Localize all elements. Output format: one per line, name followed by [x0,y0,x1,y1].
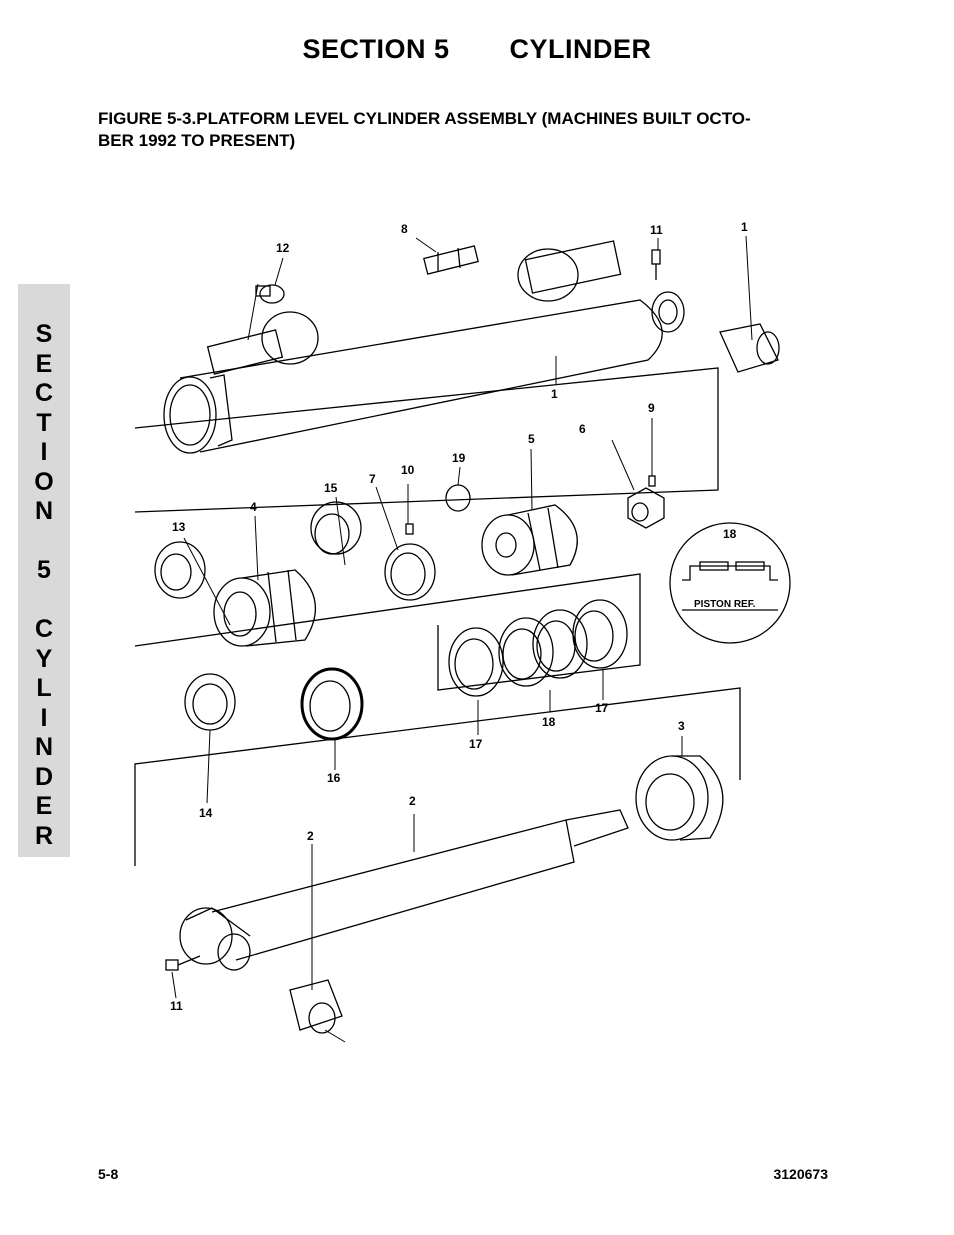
side-tab-letter: I [40,438,48,466]
document-number: 3120673 [773,1166,828,1182]
side-tab-letter: Y [35,644,53,673]
callout-3: 3 [678,719,685,733]
callout-2-rod: 2 [409,794,416,808]
wear-ring-item-14 [184,673,236,731]
piston-frame [134,573,641,691]
callout-5: 5 [528,432,535,446]
side-tab-letter: L [36,674,52,702]
spacer-item-7 [384,543,436,601]
fitting-item-8 [423,245,479,275]
nut-item-6 [627,487,665,529]
bushing-item-2-lower [289,979,343,1034]
callout-16: 16 [327,771,341,785]
bushing-item-1 [719,323,780,373]
piston-ref-inset [669,522,791,644]
leader-lines [171,235,753,1043]
side-tab-letter: C [34,615,54,643]
callout-17-right: 17 [595,701,609,715]
callout-2-bushing: 2 [307,829,314,843]
rod-item-2 [179,809,629,971]
plug-item-12 [255,284,285,304]
section-number: SECTION 5 [302,34,450,64]
callout-10: 10 [401,463,415,477]
callout-14: 14 [199,806,213,820]
lower-frame [134,687,741,866]
callout-12: 12 [276,241,290,255]
callout-8: 8 [401,222,408,236]
callout-13: 13 [172,520,186,534]
callout-18-inset: 18 [723,527,737,541]
side-tab-letter: R [34,821,54,850]
callout-4: 4 [250,500,257,514]
o-ring-item-19 [445,484,471,512]
callout-11-top: 11 [650,223,663,237]
side-tab-letter: I [40,703,48,732]
callout-9: 9 [648,401,655,415]
callout-1-barrel: 1 [551,387,558,401]
side-tab-letter: O [34,467,54,496]
side-tab-letter: E [35,349,53,378]
callout-11-bottom: 11 [170,999,183,1013]
seal-item-16 [300,667,364,741]
callout-6: 6 [579,422,586,436]
setscrew-item-10 [405,523,414,535]
upper-frame [134,367,719,513]
callout-18-seals: 18 [542,715,556,729]
callout-7: 7 [369,472,376,486]
cylinder-barrel [163,240,685,454]
section-header: SECTION 5 CYLINDER [0,34,954,65]
gland-item-3 [635,755,724,841]
callout-17-left: 17 [469,737,483,751]
setscrew-item-9 [648,475,656,487]
callout-1-top: 1 [741,220,748,234]
head-item-4 [213,569,317,647]
grease-fitting-item-11-lower [165,955,201,971]
side-tab-letter: N [34,497,54,525]
callout-19: 19 [452,451,466,465]
page-number: 5-8 [98,1166,119,1182]
side-tab-letter: S [35,320,53,348]
callout-15: 15 [324,481,338,495]
figure-title-line-1: FIGURE 5-3.PLATFORM LEVEL CYLINDER ASSEM… [98,109,751,128]
grease-fitting-item-11-top [651,249,661,280]
side-tab-letter: N [34,733,54,761]
bushing-item-15 [310,501,362,555]
section-subject: CYLINDER [509,34,652,64]
side-tab-letter: 5 [37,556,51,584]
side-tab-letter: C [34,379,54,407]
side-tab-letter: E [35,792,53,820]
side-tab-letter: T [36,408,52,437]
wiper-item-13 [154,541,206,599]
seal-set-17-18 [448,599,628,697]
inset-label: PISTON REF. [694,599,756,610]
piston-item-5 [481,504,578,576]
figure-title: FIGURE 5-3.PLATFORM LEVEL CYLINDER ASSEM… [98,108,838,152]
side-tab-letter: D [34,762,54,791]
figure-title-line-2: BER 1992 TO PRESENT) [98,131,296,150]
